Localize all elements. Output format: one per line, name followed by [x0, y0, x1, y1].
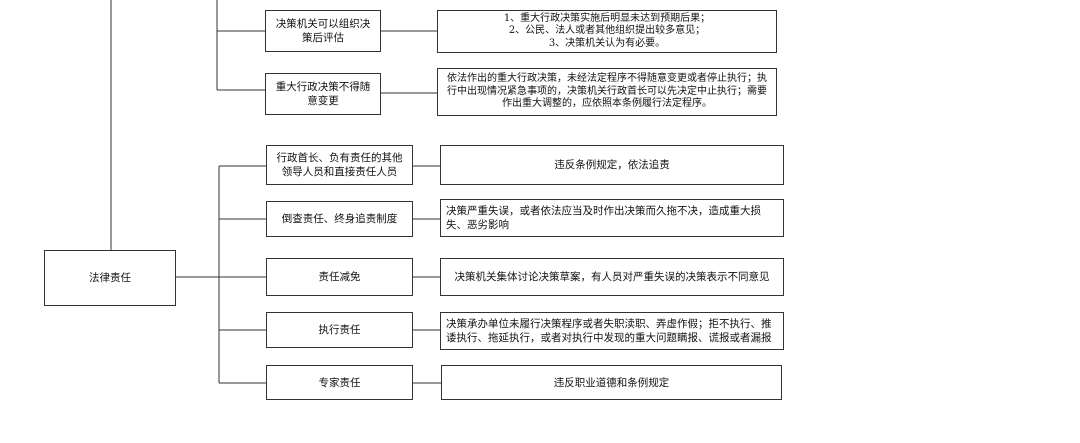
upper-detail-2: 依法作出的重大行政决策，未经法定程序不得随意变更或者停止执行；执行中出现情况紧急…	[437, 68, 777, 116]
responsibility-node-4: 执行责任	[266, 312, 413, 348]
responsibility-detail-text: 违反条例规定，依法追责	[554, 159, 670, 171]
responsibility-node-5: 专家责任	[266, 365, 413, 400]
upper-node-2: 重大行政决策不得随意变更	[265, 73, 381, 115]
upper-node-label: 重大行政决策不得随意变更	[275, 81, 371, 107]
responsibility-label: 专家责任	[318, 376, 361, 389]
responsibility-node-3: 责任减免	[266, 258, 413, 296]
responsibility-label: 行政首长、负有责任的其他领导人员和直接责任人员	[276, 152, 403, 178]
responsibility-detail-1: 违反条例规定，依法追责	[440, 145, 784, 185]
responsibility-label: 倒查责任、终身追责制度	[281, 213, 398, 225]
upper-detail-1: 1、重大行政决策实施后明显未达到预期后果； 2、公民、法人或者其他组织提出较多意…	[437, 10, 777, 53]
root-node-label: 法律责任	[89, 272, 131, 284]
responsibility-detail-2: 决策严重失误，或者依法应当及时作出决策而久拖不决，造成重大损失、恶劣影响	[440, 199, 784, 237]
responsibility-detail-text: 决策机关集体讨论决策草案，有人员对严重失误的决策表示不同意见	[454, 271, 770, 283]
responsibility-detail-4: 决策承办单位未履行决策程序或者失职渎职、弄虚作假；拒不执行、推诿执行、拖延执行，…	[440, 312, 784, 350]
responsibility-detail-text: 决策严重失误，或者依法应当及时作出决策而久拖不决，造成重大损失、恶劣影响	[446, 205, 761, 231]
upper-detail-text: 1、重大行政决策实施后明显未达到预期后果； 2、公民、法人或者其他组织提出较多意…	[503, 12, 711, 49]
responsibility-detail-text: 决策承办单位未履行决策程序或者失职渎职、弄虚作假；拒不执行、推诿执行、拖延执行，…	[446, 318, 772, 344]
responsibility-detail-text: 违反职业道德和条例规定	[553, 376, 670, 389]
upper-detail-text: 依法作出的重大行政决策，未经法定程序不得随意变更或者停止执行；执行中出现情况紧急…	[447, 73, 767, 110]
upper-node-1: 决策机关可以组织决策后评估	[265, 10, 381, 52]
root-node: 法律责任	[44, 250, 176, 306]
responsibility-detail-3: 决策机关集体讨论决策草案，有人员对严重失误的决策表示不同意见	[440, 258, 784, 296]
responsibility-node-1: 行政首长、负有责任的其他领导人员和直接责任人员	[266, 145, 413, 185]
responsibility-label: 执行责任	[318, 324, 361, 336]
responsibility-detail-5: 违反职业道德和条例规定	[441, 365, 782, 400]
upper-node-label: 决策机关可以组织决策后评估	[275, 18, 371, 44]
responsibility-label: 责任减免	[318, 271, 361, 283]
responsibility-node-2: 倒查责任、终身追责制度	[266, 201, 413, 237]
